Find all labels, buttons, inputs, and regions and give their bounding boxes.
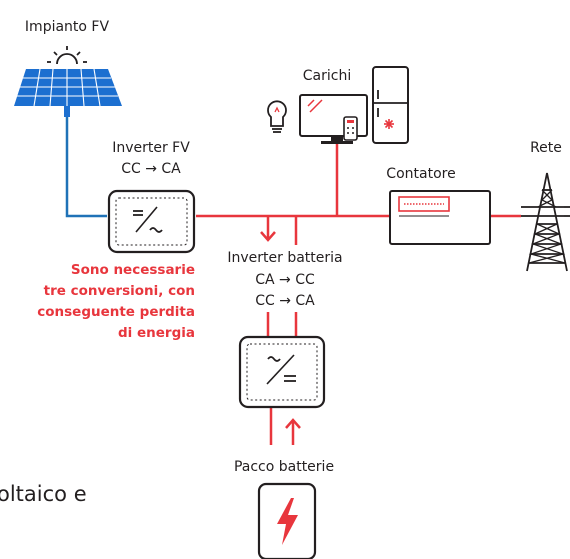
meter-label: Contatore (386, 166, 455, 182)
pv-inverter-label: Inverter FV (112, 140, 190, 156)
warning-line-4: di energia (118, 325, 195, 341)
arrow-down-bus (260, 231, 276, 242)
loads-label: Carichi (303, 68, 351, 84)
computer-icon (299, 94, 368, 144)
pv-panel-icon (14, 46, 122, 117)
battery-inverter-conversion-1: CA → CC (255, 272, 315, 288)
battery-pack-icon (257, 482, 317, 559)
grid-label: Rete (530, 140, 562, 156)
pv-inverter-icon (107, 189, 196, 254)
cut-off-text: oltaico e (0, 482, 87, 506)
wires (65, 117, 521, 445)
meter-icon (389, 190, 491, 245)
sun-icon (47, 46, 87, 65)
loads-icons (267, 66, 409, 144)
pv-inverter-conversion: CC → CA (121, 161, 181, 177)
fridge-icon (372, 66, 409, 144)
battery-pack-label: Pacco batterie (234, 459, 334, 475)
battery-inverter-label: Inverter batteria (227, 250, 342, 266)
warning-line-3: conseguente perdita (37, 304, 195, 320)
arrow-up-battery (285, 418, 301, 429)
dc-line-pv (65, 117, 107, 218)
battery-inverter-icon (238, 335, 326, 409)
warning-line-1: Sono necessarie (71, 262, 195, 278)
warning-line-2: tre conversioni, con (44, 283, 195, 299)
pv-plant-label: Impianto FV (25, 19, 110, 35)
battery-inverter-conversion-2: CC → CA (255, 293, 315, 309)
lightning-icon (277, 498, 298, 545)
lightbulb-icon (267, 100, 287, 133)
pylon-icon (521, 172, 570, 272)
